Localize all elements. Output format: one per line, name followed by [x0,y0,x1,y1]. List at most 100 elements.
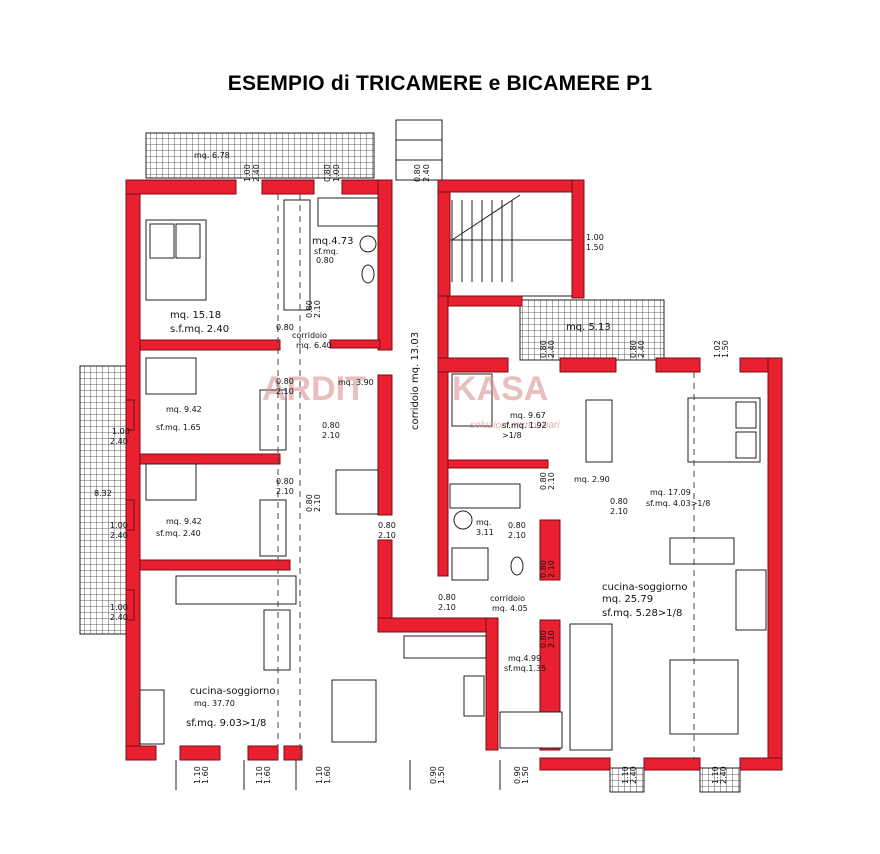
svg-text:0.80: 0.80 [610,497,628,506]
svg-text:0.80: 0.80 [276,323,294,332]
label-kitchen-right-c: sf.mq. 5.28>1/8 [602,608,682,619]
shower-left [335,469,379,515]
label-bed-r1-c: >1/8 [502,431,522,440]
stair-entrance [395,119,443,181]
svg-text:2.10: 2.10 [547,472,556,490]
svg-text:0.80: 0.80 [305,300,314,318]
label-bath-r2-b: sf.mq.1.35 [504,664,546,673]
stove-left [463,675,485,717]
shower-r [451,547,489,581]
balcony-bottom-1 [609,767,645,793]
furniture-bed-r2 [687,397,761,463]
wardrobe-r2 [449,483,521,509]
svg-text:2.10: 2.10 [322,431,340,440]
svg-text:1.10: 1.10 [193,766,202,784]
svg-text:1.10: 1.10 [315,766,324,784]
kitchen-right [569,623,613,751]
desk-left [139,689,165,745]
svg-text:0.80: 0.80 [413,164,422,182]
svg-text:1.10: 1.10 [255,766,264,784]
bathtub-r [499,711,563,749]
label-terrace-right: mq. 5.13 [566,322,611,333]
walls-left [125,179,499,761]
balcony-bottom-2 [699,767,741,793]
label-bed-r2-a: mq. 17.09 [650,488,691,497]
stair-steps [442,194,576,282]
tv-cabinet-left [263,609,291,671]
svg-text:1.00: 1.00 [112,427,130,436]
svg-text:2.10: 2.10 [313,494,322,512]
svg-text:0.80: 0.80 [539,472,548,490]
svg-text:2.40: 2.40 [629,766,638,784]
table-right [669,659,739,735]
watermark-tagline: soluzioni immobiliari [470,420,560,431]
watermark-left: ARDIT [262,370,366,408]
sofa-right [669,537,735,565]
svg-text:0.80: 0.80 [305,494,314,512]
svg-text:1.00: 1.00 [110,603,128,612]
svg-text:1.00: 1.00 [243,164,252,182]
label-bath-r2-a: mq.4.99 [508,654,541,663]
sofa-left [175,575,297,605]
svg-text:0.80: 0.80 [378,521,396,530]
label-bath1-b: sf.mq. [314,247,338,256]
label-bed-r1-b: sf.mq. 1.92 [502,421,547,430]
watermark-right: KASA [452,370,548,408]
svg-text:2.10: 2.10 [276,487,294,496]
table-left [331,679,377,743]
toilet-r [510,556,524,576]
svg-text:2.10: 2.10 [313,300,322,318]
svg-text:0.80: 0.80 [539,560,548,578]
svg-text:0.80: 0.80 [539,630,548,648]
svg-text:1.10: 1.10 [621,766,630,784]
label-corr-r-a: corridoio [490,594,525,603]
bathtub-1 [317,197,379,227]
label-bed-r1-a: mq. 9.67 [510,411,546,420]
svg-text:1.00: 1.00 [586,233,604,242]
dim-labels: 1.00 2.40 0.80 1.00 0.80 2.40 1.00 1.50 … [110,164,730,784]
svg-text:0.90: 0.90 [513,766,522,784]
svg-text:2.10: 2.10 [547,630,556,648]
label-bed3-a: mq. 9.42 [166,517,202,526]
svg-text:2.10: 2.10 [276,387,294,396]
svg-text:1.10: 1.10 [711,766,720,784]
furniture-bed-1 [145,219,207,301]
label-bath1-c: 0.80 [316,256,334,265]
furniture-bed-3 [145,463,197,501]
svg-text:2.10: 2.10 [438,603,456,612]
wardrobe-3 [259,499,287,557]
svg-text:2.40: 2.40 [110,437,128,446]
toilet-1 [361,264,375,284]
svg-text:0.80: 0.80 [539,340,548,358]
wardrobe-2 [259,389,287,451]
svg-text:2.10: 2.10 [547,560,556,578]
svg-text:0.90: 0.90 [429,766,438,784]
label-kitchen-right-a: cucina-soggiorno [602,582,688,593]
label-bath1-a: mq.4.73 [312,236,354,247]
svg-text:0.80: 0.80 [323,164,332,182]
svg-text:2.40: 2.40 [252,164,261,182]
label-bed1-b: s.f.mq. 2.40 [170,324,229,335]
svg-text:2.40: 2.40 [719,766,728,784]
label-kitchen-left-c: sf.mq. 9.03>1/8 [186,718,266,729]
label-bed-r2-b: sf.mq. 4.03>1/8 [646,499,710,508]
svg-text:2.40: 2.40 [110,613,128,622]
kitchen-left [403,635,487,659]
svg-text:0.80: 0.80 [438,593,456,602]
balcony-top [145,132,375,179]
sink-1 [359,235,377,253]
svg-text:1.60: 1.60 [263,766,272,784]
svg-text:1.50: 1.50 [521,766,530,784]
label-corr-small-b: mq. 6.40 [296,341,332,350]
svg-text:1.60: 1.60 [323,766,332,784]
furniture-bed-r1 [451,373,493,427]
label-bath-r-a: mq. [476,518,491,527]
label-kitchen-right-b: mq. 25.79 [602,594,653,605]
label-balcony-top: mq. 6.78 [194,151,230,160]
label-wc-small: mq. 3.90 [338,378,374,387]
sink-r [453,510,473,530]
window-ticks [175,760,501,790]
svg-text:1.50: 1.50 [586,243,604,252]
svg-text:0.80: 0.80 [276,377,294,386]
